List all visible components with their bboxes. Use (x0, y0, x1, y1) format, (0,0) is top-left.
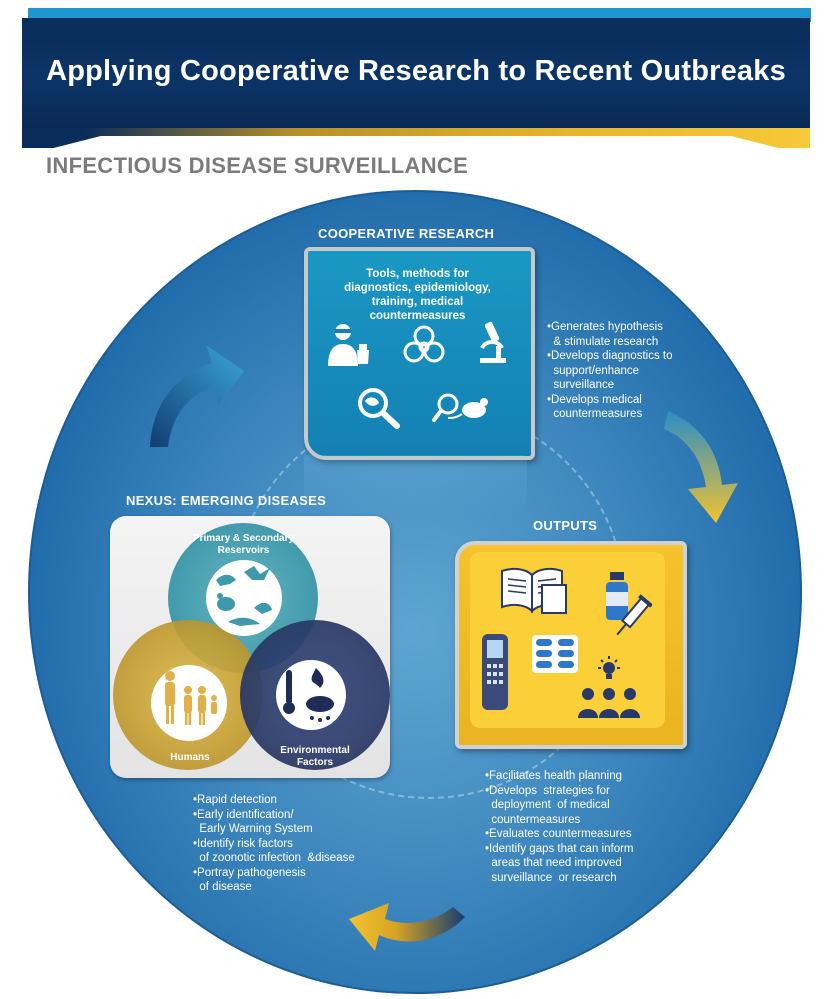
weather-icon (283, 668, 334, 722)
people-icon (578, 688, 640, 718)
cycle-arrow-right-icon (664, 411, 738, 523)
syringe-icon (616, 594, 652, 636)
page-title: Applying Cooperative Research to Recent … (46, 55, 786, 87)
microscope-icon (480, 321, 506, 363)
page-subtitle: INFECTIOUS DISEASE SURVEILLANCE (46, 153, 469, 178)
vial-icon (606, 572, 628, 620)
biohazard-icon (403, 325, 445, 363)
coop-research-bullets: •Generates hypothesis & stimulate resear… (547, 321, 673, 420)
nexus-heading: NEXUS: EMERGING DISEASES (126, 493, 327, 508)
scientist-icon (328, 324, 369, 366)
coop-research-description: Tools, methods for diagnostics, epidemio… (344, 268, 491, 322)
magnifier-icon (358, 388, 400, 429)
lab-mouse-icon (432, 393, 488, 422)
reservoirs-label: Primary & Secondary Reservoirs (192, 533, 295, 556)
book-icon (501, 567, 567, 614)
animals-icon (216, 566, 272, 626)
cycle-arrow-upper-left-icon (150, 345, 244, 447)
pill-pack-icon (532, 635, 578, 673)
coop-research-heading: COOPERATIVE RESEARCH (318, 226, 495, 241)
cycle-arrow-bottom-icon (349, 903, 465, 951)
coop-box-reflection (304, 455, 527, 515)
banner-gold-stripe (22, 128, 810, 148)
handheld-device-icon (482, 634, 508, 710)
lightbulb-icon (598, 656, 620, 679)
outputs-heading: OUTPUTS (533, 518, 598, 533)
environmental-label: Environmental Factors (280, 745, 350, 768)
outputs-bullets: •Facilitates health planning •Develops s… (485, 770, 634, 884)
people-group-icon (165, 671, 217, 725)
nexus-bullets: •Rapid detection •Early identification/ … (193, 794, 355, 893)
title-banner (22, 18, 810, 130)
humans-label: Humans (170, 752, 210, 763)
